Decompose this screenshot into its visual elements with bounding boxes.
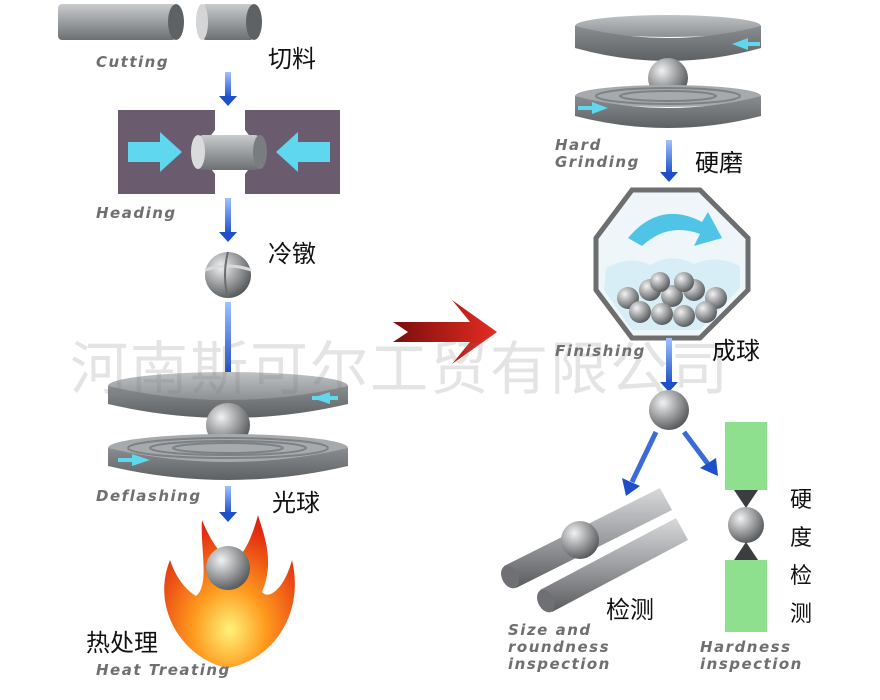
cutting-cn-label: 切料	[268, 45, 316, 73]
bar-rollers-icon	[501, 488, 688, 613]
steel-ball-icon	[204, 251, 252, 299]
grinding-plate-icon	[108, 372, 348, 480]
die-press-icon	[118, 110, 340, 194]
flow-arrow-to-hardness-inspection	[682, 430, 718, 476]
finishing-cn-label: 成球	[712, 337, 760, 365]
heading-cn-label: 冷镦	[268, 240, 316, 268]
transition-arrow	[393, 300, 497, 364]
hard-grinding-label: Hard Grinding	[555, 136, 640, 171]
wire-rod-icon	[58, 4, 262, 40]
hardness-tester-icon	[725, 422, 767, 632]
heat-treating-label: Heat Treating	[96, 661, 231, 679]
hardness-inspection-label: Hardness inspection	[700, 638, 803, 673]
flow-arrow-to-size-inspection	[622, 430, 659, 496]
flow-arrow-finishing-to-ball	[660, 338, 678, 392]
cutting-label: Cutting	[96, 53, 170, 71]
hard-grinding-plate-icon	[575, 15, 761, 128]
deflashing-cn-label: 光球	[272, 489, 320, 517]
heat-treating-cn-label: 热处理	[86, 629, 158, 657]
flow-arrow-deflashing-to-heat	[219, 486, 237, 522]
flow-arrow-grinding-to-finishing	[660, 140, 678, 182]
hard-grinding-cn-label: 硬磨	[695, 149, 743, 177]
heading-label: Heading	[96, 204, 177, 222]
watermark-text: 河南斯可尔工贸有限公司	[70, 335, 731, 403]
flow-arrow-ball-to-deflashing	[225, 302, 231, 372]
finished-ball-icon	[649, 390, 689, 430]
hardness-inspection-cn-label: 硬度检测	[789, 488, 812, 627]
size-inspection-label: Size and roundness inspection	[508, 621, 611, 673]
tumbler-icon	[593, 187, 751, 341]
flow-arrow-cut-to-heading	[219, 72, 237, 106]
flame-icon	[164, 515, 295, 668]
size-inspection-cn-label: 检测	[606, 596, 654, 624]
deflashing-label: Deflashing	[96, 487, 202, 505]
tumbling-balls	[617, 272, 727, 327]
flow-arrow-heading-to-ball	[219, 198, 237, 242]
finishing-label: Finishing	[555, 342, 646, 360]
